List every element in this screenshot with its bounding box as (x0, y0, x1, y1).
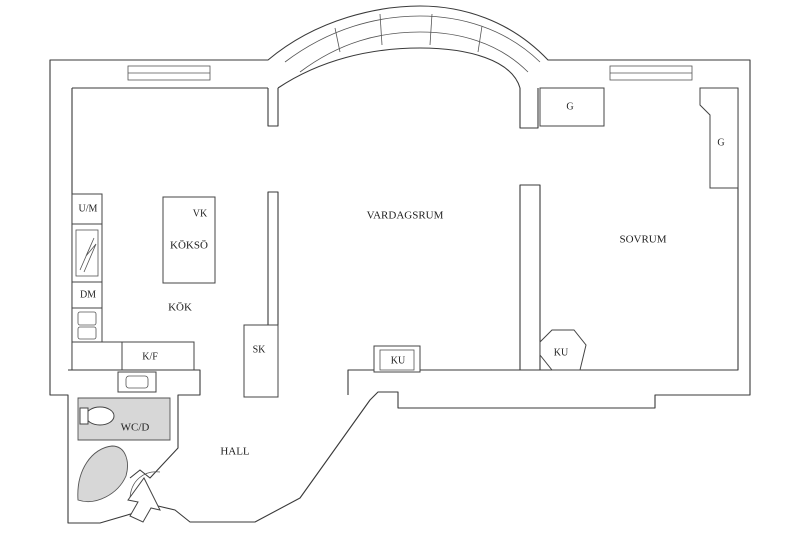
wall-living-bedroom (519, 184, 541, 371)
stove-living-inner (379, 349, 415, 371)
closet-sk (243, 324, 279, 398)
label-vardagsrum: VARDAGSRUM (367, 210, 444, 222)
door-arc (129, 471, 161, 501)
wardrobe-side (699, 87, 739, 189)
bay-mullion-mid (379, 13, 383, 46)
label-wcd: WC/D (121, 422, 150, 434)
bay-wall-inner (277, 47, 521, 89)
sink-basin-1 (77, 311, 97, 326)
bay-mullion-left (334, 27, 341, 53)
bay-window (284, 15, 541, 63)
wardrobe-top (539, 87, 605, 127)
bathroom-sink (125, 375, 149, 389)
stove-bedroom (539, 329, 587, 371)
toilet (85, 406, 115, 426)
sink-basin-2 (77, 326, 97, 340)
inner-wall (71, 87, 739, 395)
label-sk: SK (253, 344, 267, 355)
bay-mullion-right (477, 25, 483, 53)
bay-mullion-mid2 (429, 13, 433, 46)
outer-wall (49, 5, 751, 524)
label-hall: HALL (220, 446, 250, 458)
fridge-zigzag (79, 237, 97, 273)
label-ku-living: KU (391, 355, 406, 366)
wall-living-bedroom-top (519, 88, 539, 129)
counter-corner (71, 341, 123, 371)
label-vk: VK (193, 208, 208, 219)
shower-area (77, 445, 128, 502)
counter-dm (71, 281, 103, 309)
bathroom-sink-counter (117, 371, 157, 393)
kitchen-island (162, 196, 216, 284)
label-kf: K/F (142, 351, 158, 362)
counter-stove-inner (75, 229, 99, 277)
label-dm: DM (80, 289, 96, 300)
label-g-top: G (566, 101, 573, 112)
wall-kitchen-living-top (267, 88, 279, 127)
bay-window-inner (299, 31, 529, 73)
toilet-tank (79, 407, 89, 425)
label-kok: KÖK (168, 302, 192, 314)
bathroom-wall (68, 369, 201, 479)
label-um: U/M (79, 203, 98, 214)
wall-kitchen-living (267, 191, 279, 326)
label-ku-bedroom: KU (554, 347, 569, 358)
counter-kf (121, 341, 195, 371)
entrance-arrow-icon (127, 477, 161, 523)
label-g-side: G (717, 137, 724, 148)
label-kokso: KÖKSÖ (170, 240, 208, 252)
label-sovrum: SOVRUM (619, 234, 666, 246)
